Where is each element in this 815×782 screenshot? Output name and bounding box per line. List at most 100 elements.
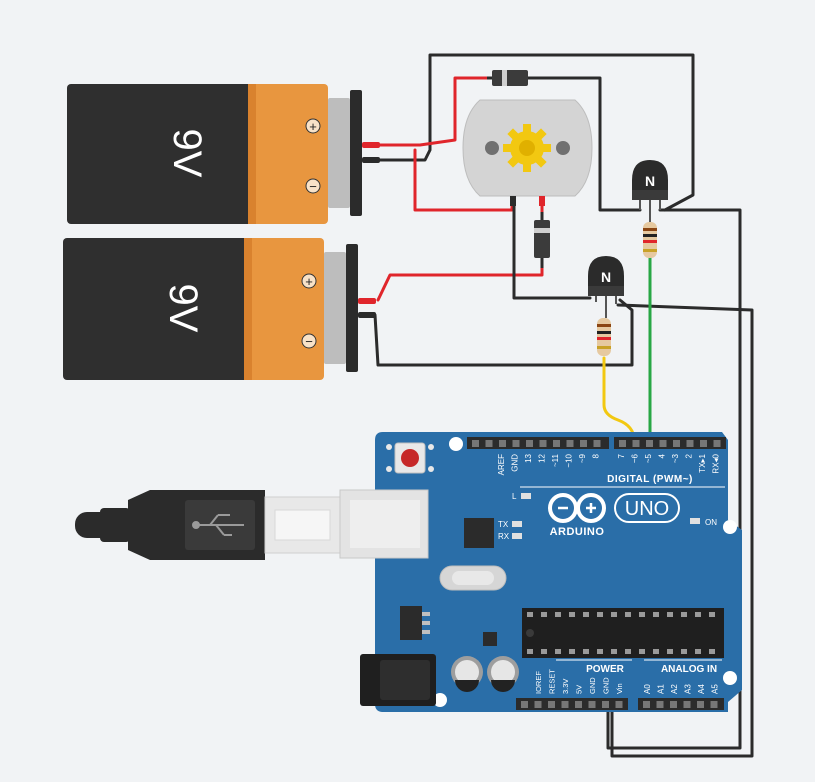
atmega-pins <box>527 612 715 654</box>
digital-pin-label: RX◂0 <box>712 453 721 473</box>
power-pin-hole[interactable] <box>615 701 623 708</box>
digital-pin-hole[interactable] <box>593 440 601 447</box>
transistor-1-label: N <box>645 173 655 189</box>
usb-icon <box>192 514 244 536</box>
battery-2-terminal-block <box>324 252 346 364</box>
wire-black-motor-t2[interactable] <box>512 198 592 300</box>
wire-black-t2-gnd[interactable] <box>610 303 754 758</box>
power-pin-hole[interactable] <box>588 701 596 708</box>
analog-pin-hole[interactable] <box>643 701 650 708</box>
analog-pin-label: A4 <box>697 684 706 694</box>
diode-top[interactable] <box>487 70 530 86</box>
wire-red-diode-top[interactable] <box>528 76 642 212</box>
analog-pin-hole[interactable] <box>656 701 664 708</box>
battery-1-body <box>67 84 252 224</box>
diode-middle-band <box>534 228 550 233</box>
led-tx <box>512 521 522 527</box>
reset-button-corner-tl <box>386 444 392 450</box>
battery-2-minus-terminal[interactable] <box>301 333 317 349</box>
analog-pin-hole[interactable] <box>683 701 691 708</box>
digital-pin-label: ~5 <box>644 453 653 463</box>
usb-cable[interactable] <box>75 490 341 560</box>
wire-red-motor-right[interactable] <box>376 198 544 302</box>
atmega-pin <box>569 649 575 654</box>
battery-2-red-lead <box>358 298 376 304</box>
transistor-1[interactable]: N <box>632 160 668 222</box>
atmega-pin <box>639 649 645 654</box>
power-pin-hole[interactable] <box>534 701 542 708</box>
digital-pin-label: 2 <box>685 453 694 458</box>
digital-pin-hole[interactable] <box>580 440 587 447</box>
digital-pin-hole[interactable] <box>700 440 707 447</box>
small-ic <box>483 632 497 646</box>
digital-pin-hole[interactable] <box>512 440 520 447</box>
power-pin-label: 3.3V <box>561 679 570 694</box>
power-pin-hole[interactable] <box>561 701 569 708</box>
digital-pin-label: ~9 <box>578 453 587 463</box>
digital-pin-hole[interactable] <box>485 440 493 447</box>
battery-1-plus-terminal[interactable] <box>305 118 321 134</box>
battery-2-plus-terminal[interactable] <box>301 273 317 289</box>
digital-pin-hole[interactable] <box>526 440 533 447</box>
digital-pin-hole[interactable] <box>499 440 506 447</box>
resistor-1[interactable] <box>643 222 657 258</box>
led-on-label: ON <box>705 518 717 527</box>
transistor-1-base <box>632 190 668 200</box>
dc-motor[interactable] <box>462 99 593 206</box>
digital-pin-hole[interactable] <box>619 440 626 447</box>
transistor-2[interactable]: N <box>588 256 624 318</box>
digital-pin-hole[interactable] <box>646 440 653 447</box>
resistor-1-band-3 <box>643 240 657 243</box>
analog-pin-hole[interactable] <box>670 701 677 708</box>
diode-middle[interactable] <box>534 212 550 268</box>
analog-pin-hole[interactable] <box>710 701 718 708</box>
battery-1-red-lead <box>362 142 380 148</box>
digital-pin-hole[interactable] <box>659 440 667 447</box>
power-pin-hole[interactable] <box>575 701 582 708</box>
power-pin-label: Vin <box>615 683 624 694</box>
digital-pwm-header-label: DIGITAL (PWM~) <box>607 474 693 485</box>
uno-model-label: UNO <box>625 498 669 520</box>
resistor-2-band-1 <box>597 324 611 327</box>
digital-pin-hole[interactable] <box>539 440 547 447</box>
digital-pin-hole[interactable] <box>472 440 479 447</box>
digital-pin-hole[interactable] <box>553 440 560 447</box>
dc-power-jack-inner <box>380 660 430 700</box>
battery-1-minus-label: − <box>309 179 317 194</box>
battery-1-minus-terminal[interactable] <box>305 178 321 194</box>
digital-pin-hole[interactable] <box>673 440 680 447</box>
usb-cable-neck <box>100 508 130 542</box>
digital-pin-label: ~11 <box>551 453 560 467</box>
power-pin-hole[interactable] <box>602 701 609 708</box>
power-pin-hole[interactable] <box>521 701 528 708</box>
motor-terminal-positive[interactable] <box>539 196 545 206</box>
mounting-hole-4 <box>433 693 447 707</box>
analog-pin-label: A2 <box>670 684 679 694</box>
battery-2[interactable]: + − 9V <box>63 238 358 380</box>
usb-interface-chip <box>464 518 494 548</box>
atmega-pin <box>611 612 617 617</box>
capacitor-1 <box>451 656 483 692</box>
digital-pin-hole[interactable] <box>566 440 574 447</box>
wire-black-top-loop[interactable] <box>373 53 695 212</box>
wire-red-battery1[interactable] <box>373 76 489 147</box>
reset-button-cap[interactable] <box>401 449 419 467</box>
digital-pin-label: GND <box>511 454 520 472</box>
voltage-regulator-pin-1 <box>422 612 430 616</box>
digital-pin-hole[interactable] <box>686 440 694 447</box>
battery-1[interactable]: + − 9V <box>67 84 362 224</box>
digital-pin-hole[interactable] <box>632 440 640 447</box>
power-pin-hole[interactable] <box>548 701 555 708</box>
digital-pin-label: TX▸1 <box>698 453 707 472</box>
atmega-pin <box>597 649 603 654</box>
digital-pin-hole[interactable] <box>713 440 721 447</box>
wire-black-battery2[interactable] <box>373 298 634 367</box>
wire-black-t1-gnd[interactable] <box>606 208 742 750</box>
power-header <box>516 698 628 710</box>
diode-top-body <box>492 70 528 86</box>
motor-terminal-negative[interactable] <box>510 196 516 206</box>
resistor-2[interactable] <box>597 318 611 356</box>
analog-pin-hole[interactable] <box>697 701 704 708</box>
